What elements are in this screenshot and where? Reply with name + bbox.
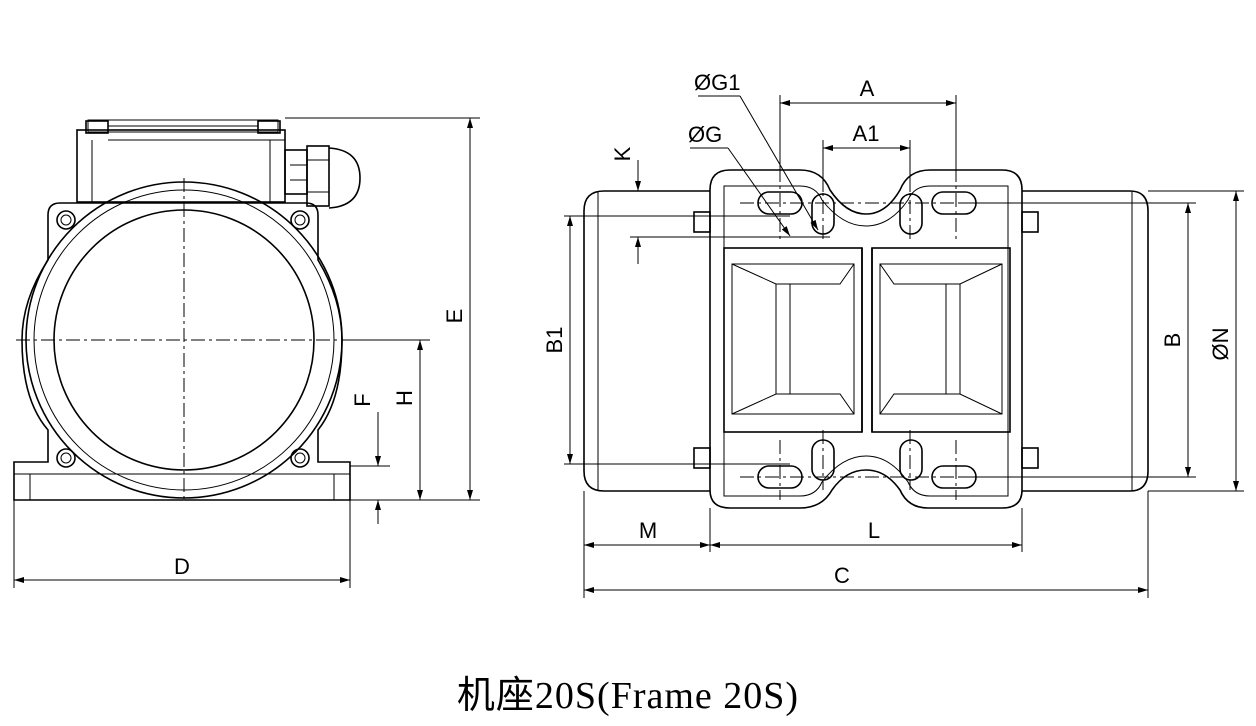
label-l: L xyxy=(868,518,880,543)
label-b: B xyxy=(1160,333,1185,348)
label-g: ØG xyxy=(688,122,722,147)
label-c: C xyxy=(834,563,850,588)
label-f: F xyxy=(350,393,375,406)
dim-f: F xyxy=(350,393,390,524)
label-h: H xyxy=(392,390,417,406)
label-b1: B1 xyxy=(542,327,567,354)
dim-g: ØG xyxy=(688,122,791,237)
cable-gland xyxy=(284,145,361,209)
dim-m: M xyxy=(583,491,711,598)
label-g1: ØG1 xyxy=(694,70,740,95)
dim-b: B xyxy=(960,202,1196,478)
dim-b1: B1 xyxy=(542,215,790,465)
dim-g1: ØG1 xyxy=(694,70,819,231)
label-n: ØN xyxy=(1208,328,1233,361)
label-k: K xyxy=(610,146,635,161)
label-d: D xyxy=(174,554,190,579)
right-end-cap xyxy=(1022,190,1149,492)
terminal-box xyxy=(76,129,286,203)
top-view: A A1 ØG1 ØG K xyxy=(542,70,1244,598)
dim-n: ØN xyxy=(1148,190,1244,492)
dim-a1: A1 xyxy=(822,121,911,192)
dim-h: H xyxy=(342,339,430,500)
label-a1: A1 xyxy=(853,121,880,146)
dim-c: C xyxy=(584,491,1149,598)
dim-a: A xyxy=(779,76,957,170)
dim-k: K xyxy=(610,146,830,264)
label-a: A xyxy=(860,76,875,101)
figure-caption: 机座20S(Frame 20S) xyxy=(456,675,800,717)
label-m: M xyxy=(639,518,657,543)
left-end-cap xyxy=(583,190,710,492)
label-e: E xyxy=(442,309,467,324)
end-view: E H F D xyxy=(13,117,480,588)
motor-housing xyxy=(13,202,351,501)
main-housing xyxy=(709,169,1023,509)
dim-l: L xyxy=(710,508,1023,552)
mounting-slots xyxy=(757,191,977,489)
mounting-bolts xyxy=(56,210,310,468)
dim-d: D xyxy=(13,500,351,588)
dim-e: E xyxy=(285,117,480,501)
